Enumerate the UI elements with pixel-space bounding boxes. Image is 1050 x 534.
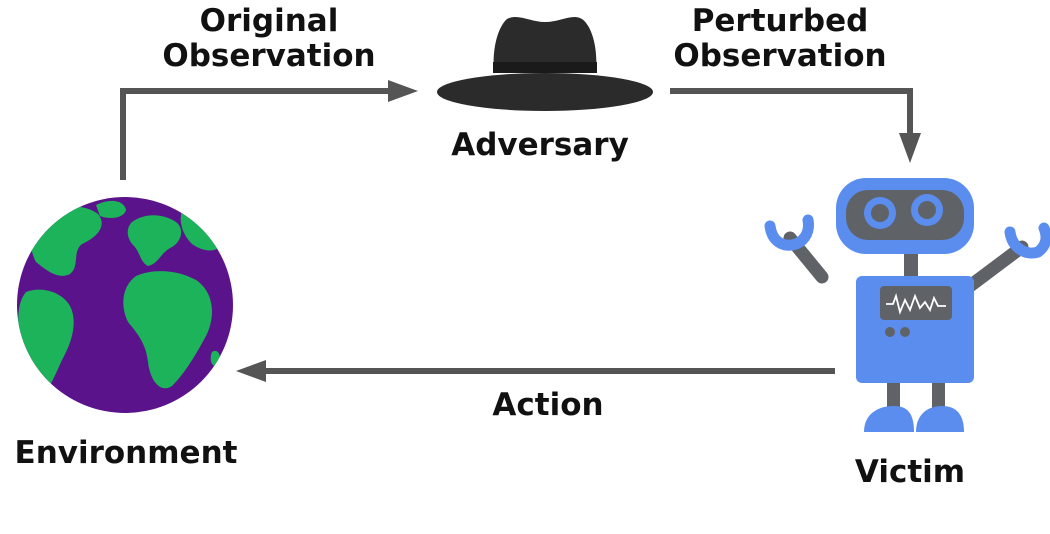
arrow-action xyxy=(236,360,835,382)
label-perturbed-observation: Perturbed Observation xyxy=(673,3,887,74)
label-original-line1: Original xyxy=(199,3,339,39)
label-victim: Victim xyxy=(854,454,966,490)
label-perturbed-line1: Perturbed xyxy=(691,3,869,39)
robot-icon xyxy=(764,178,1050,432)
globe-icon xyxy=(17,197,233,413)
label-perturbed-line2: Observation xyxy=(673,38,887,74)
fedora-hat-icon xyxy=(437,16,653,111)
label-environment: Environment xyxy=(14,435,238,471)
arrow-original-observation xyxy=(120,80,418,180)
label-original-observation: Original Observation xyxy=(162,3,376,74)
label-original-line2: Observation xyxy=(162,38,376,74)
label-action: Action xyxy=(492,387,604,423)
arrow-perturbed-observation xyxy=(670,88,921,163)
label-adversary: Adversary xyxy=(451,127,629,163)
